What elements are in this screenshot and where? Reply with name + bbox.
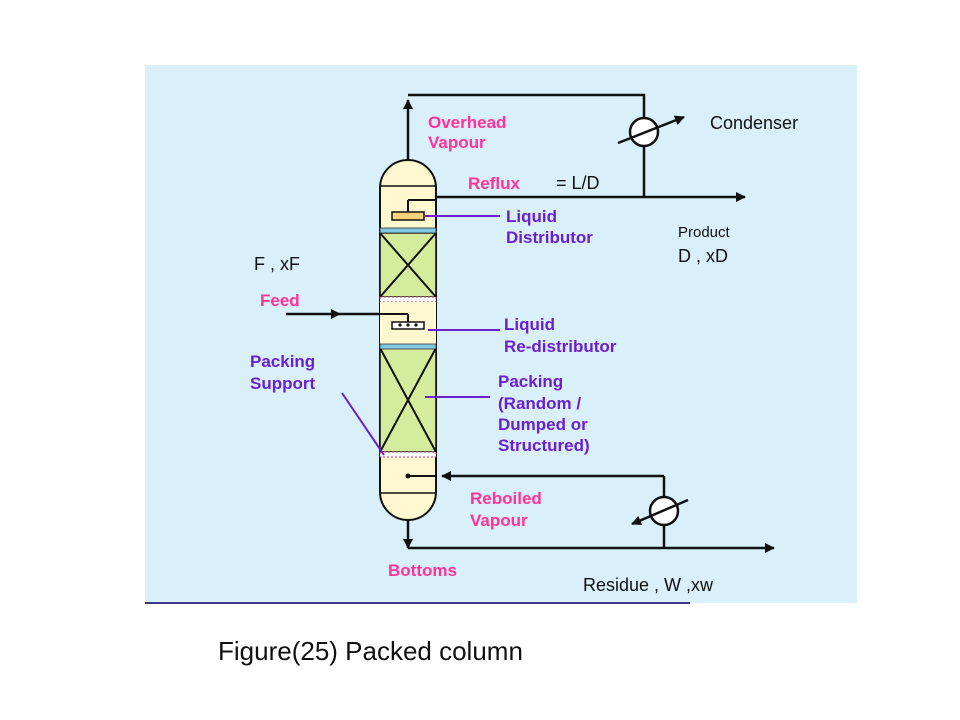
overhead-label-line2: Vapour xyxy=(428,133,486,152)
reboiler-icon xyxy=(631,495,689,527)
bottoms-label: Bottoms xyxy=(388,561,457,580)
redistributor-label-line1: Liquid xyxy=(504,315,555,334)
residue-label: Residue , W ,xw xyxy=(583,575,714,595)
redistributor-label-line2: Re-distributor xyxy=(504,337,617,356)
liquid-distributor xyxy=(391,199,436,221)
feed-composition-label: F , xF xyxy=(254,254,300,274)
packing-label-line4: Structured) xyxy=(498,436,590,455)
liquid-distributor-label-line2: Distributor xyxy=(506,228,593,247)
reflux-ratio-label: = L/D xyxy=(556,173,600,193)
packing-label-line1: Packing xyxy=(498,372,563,391)
packing-label-line3: Dumped or xyxy=(498,415,588,434)
diagram-panel xyxy=(145,65,857,603)
condenser-icon xyxy=(617,115,685,148)
upper-packing-bed xyxy=(379,227,437,303)
bottoms-line xyxy=(403,520,775,553)
feed-label: Feed xyxy=(260,291,300,310)
reboiled-vapour-label-line1: Reboiled xyxy=(470,489,542,508)
reboiled-vapour-label-line2: Vapour xyxy=(470,511,528,530)
overhead-line xyxy=(403,93,646,197)
product-composition-label: D , xD xyxy=(678,246,728,266)
reflux-label: Reflux xyxy=(468,174,521,193)
liquid-redistributor xyxy=(380,302,436,344)
liquid-distributor-label-line1: Liquid xyxy=(506,207,557,226)
product-label: Product xyxy=(678,224,731,241)
leader-lines xyxy=(341,215,500,456)
packing-support-label-line2: Support xyxy=(250,374,315,393)
condenser-label: Condenser xyxy=(710,113,798,133)
packing-label-line2: (Random / xyxy=(498,394,581,413)
figure-caption: Figure(25) Packed column xyxy=(218,636,523,666)
reboiled-vapour-inlet xyxy=(405,473,436,479)
overhead-label-line1: Overhead xyxy=(428,113,506,132)
lower-packing-bed xyxy=(379,343,437,458)
packing-support-label-line1: Packing xyxy=(250,352,315,371)
